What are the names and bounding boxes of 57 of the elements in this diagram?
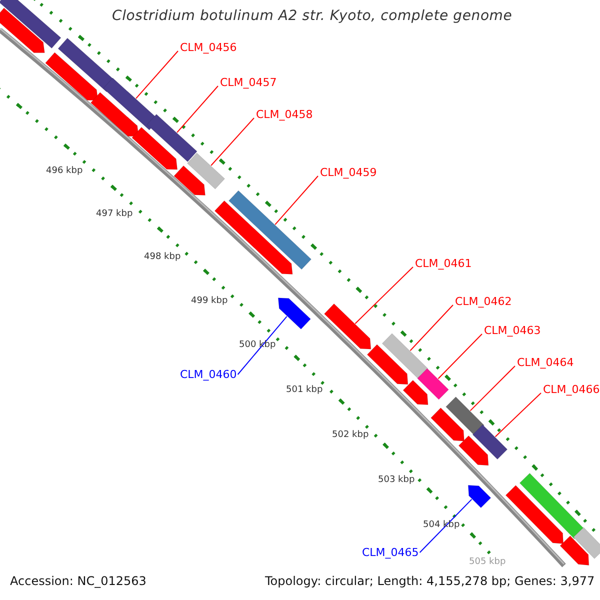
tick-label: 497 kbp	[95, 209, 134, 219]
gene-bar	[472, 424, 508, 460]
gene-bar	[573, 527, 600, 559]
gene-label: CLM_0456	[180, 41, 237, 54]
gene-label: CLM_0463	[484, 324, 541, 337]
gene-block	[560, 536, 590, 566]
gene-bar	[228, 190, 312, 270]
gene-block	[324, 304, 372, 350]
gene-label: CLM_0460	[180, 368, 237, 381]
gene-label: CLM_0457	[220, 76, 277, 89]
leader-line	[410, 304, 454, 352]
gene-label: CLM_0462	[455, 295, 512, 308]
gene-block	[458, 435, 489, 466]
tick-label: 499 kbp	[190, 296, 229, 306]
gene-bar	[519, 472, 585, 540]
leader-line	[210, 118, 254, 166]
gene-label: CLM_0464	[517, 356, 574, 369]
genome-info-text: Topology: circular; Length: 4,155,278 bp; Genes: 3,977	[265, 574, 595, 588]
leader-line	[470, 366, 516, 412]
gene-block	[45, 52, 98, 101]
gene-block	[0, 8, 45, 54]
leader-line	[354, 266, 414, 324]
gene-block	[468, 484, 492, 508]
gene-bar	[417, 368, 449, 400]
leader-line	[419, 498, 472, 553]
gene-block	[430, 408, 464, 442]
leader-line	[494, 392, 542, 438]
gene-label: CLM_0458	[256, 108, 313, 121]
gene-block	[366, 344, 408, 385]
gene-block	[90, 92, 139, 137]
accession-text: Accession: NC_012563	[10, 574, 146, 588]
gene-bar	[382, 333, 428, 379]
gene-bar	[187, 152, 225, 190]
gene-bar	[446, 396, 484, 436]
leader-line	[438, 334, 482, 380]
leader-line	[176, 86, 218, 133]
gene-block	[174, 165, 206, 196]
gene-bar	[146, 114, 198, 162]
gene-block	[132, 127, 178, 170]
gene-bar	[0, 0, 62, 49]
tick-label: 498 kbp	[143, 252, 182, 262]
gene-label: CLM_0465	[362, 546, 419, 559]
gene-block	[214, 200, 293, 274]
tick-label: 496 kbp	[45, 166, 84, 176]
title: Clostridium botulinum A2 str. Kyoto, complete genome	[112, 8, 512, 24]
leader-line	[274, 176, 318, 226]
gene-block	[278, 298, 311, 330]
gene-block	[505, 485, 564, 544]
gene-label: CLM_0459	[320, 166, 377, 179]
leader-line	[136, 50, 178, 99]
gene-label: CLM_0466	[543, 383, 600, 396]
leader-line	[237, 316, 288, 375]
gene-label: CLM_0461	[415, 257, 472, 270]
tick-label: 502 kbp	[331, 430, 370, 440]
tick-label: 503 kbp	[377, 475, 416, 485]
tick-label: 505 kbp	[468, 557, 507, 567]
tick-label: 501 kbp	[285, 385, 324, 395]
